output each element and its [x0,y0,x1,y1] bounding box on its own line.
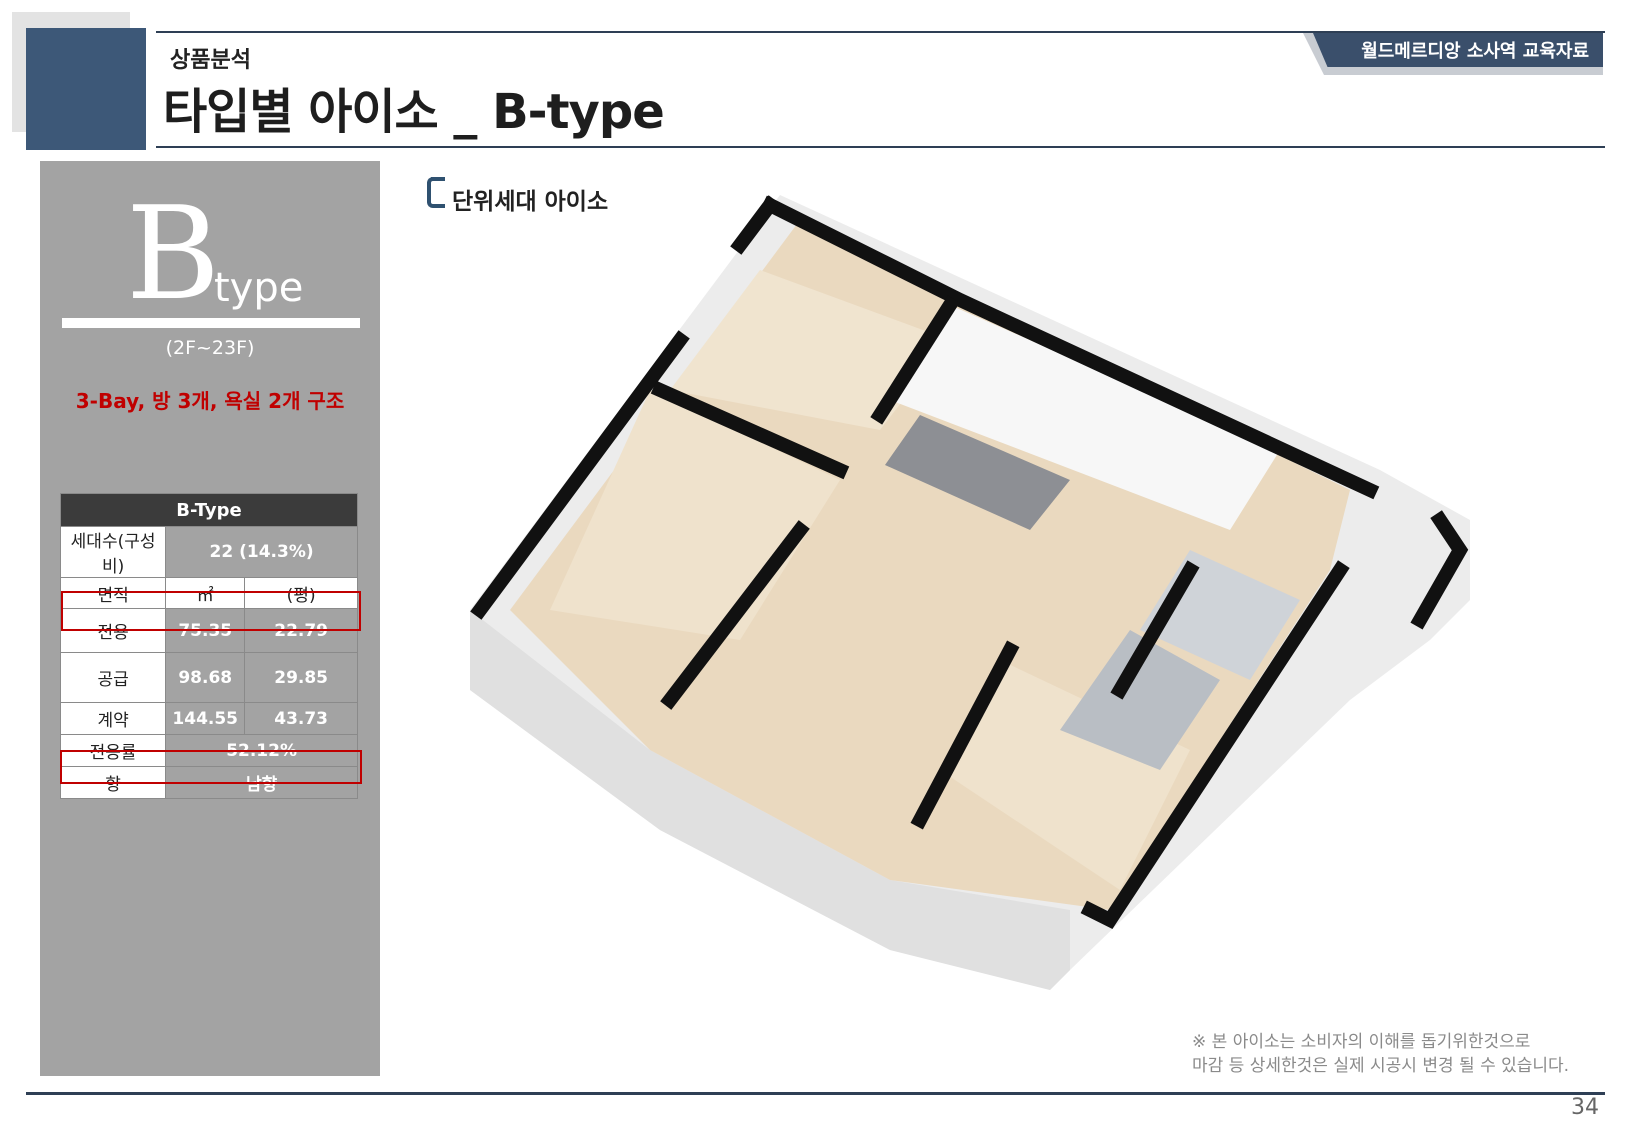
front-wall-face [470,610,1070,990]
header-decoration-navy [26,28,146,150]
kitchen-counter [885,415,1070,530]
floor-range: (2F~23F) [165,337,255,359]
kitchen-cabinets [890,305,1280,530]
row-label: 계약 [59,702,167,735]
footer-rule [26,1092,1605,1095]
wall-balcony [1410,510,1469,630]
disclaimer-note: ※ 본 아이소는 소비자의 이해를 돕기위한것으로 마감 등 상세한것은 실제 … [1192,1030,1569,1078]
table-row: 계약 144.55 43.73 [59,702,358,735]
direction-highlight [60,750,362,784]
bathroom-2 [1060,630,1220,770]
wall-bath [1110,560,1200,700]
households-value: 22 (14.3%) [165,526,358,578]
wall-room-divider-2 [870,295,960,425]
type-word: type [214,265,304,311]
wall-room-divider-4 [910,640,1020,830]
header-bottom-rule [156,146,1605,148]
page-title: 타입별 아이소 _ B-type [163,84,665,140]
type-letter: B [126,180,221,329]
row-label: 공급 [59,652,167,703]
room-top-left [670,270,950,430]
households-label: 세대수(구성비) [59,526,167,578]
unit-py: (평) [244,577,358,609]
type-underline [62,318,360,328]
row-py: 43.73 [244,702,358,735]
table-row: 공급 98.68 29.85 [59,652,358,703]
header-top-rule [156,31,1605,33]
wall-room-divider-1 [650,380,850,480]
document-badge-label: 월드메르디앙 소사역 교육자료 [1361,41,1589,62]
spec-table-title: B-Type [60,493,358,527]
disclaimer-line-1: ※ 본 아이소는 소비자의 이해를 돕기위한것으로 [1192,1032,1531,1052]
isometric-floorplan-image [470,195,1470,990]
exclusive-area-highlight [61,591,361,631]
type-info-panel: B type (2F~23F) 3-Bay, 방 3개, 욕실 2개 구조 B-… [40,161,380,1076]
wall-top [760,195,1380,500]
row-py: 29.85 [244,652,358,703]
wall-room-divider-3 [660,520,810,710]
unit-m2: ㎡ [165,577,246,609]
document-badge: 월드메르디앙 소사역 교육자료 [1313,33,1603,67]
page-category: 상품분석 [170,48,251,73]
row-m2: 98.68 [165,652,246,703]
row-m2: 144.55 [165,702,246,735]
wall-right [1080,560,1350,930]
section-title: 단위세대 아이소 [452,189,609,215]
wall-top-corner [730,195,780,255]
room-bottom [940,660,1190,890]
structure-summary: 3-Bay, 방 3개, 욕실 2개 구조 [75,389,345,413]
wall-left [470,330,690,620]
page-number: 34 [1571,1095,1599,1120]
section-bracket-icon [427,177,445,208]
disclaimer-line-2: 마감 등 상세한것은 실제 시공시 변경 될 수 있습니다. [1192,1056,1570,1076]
